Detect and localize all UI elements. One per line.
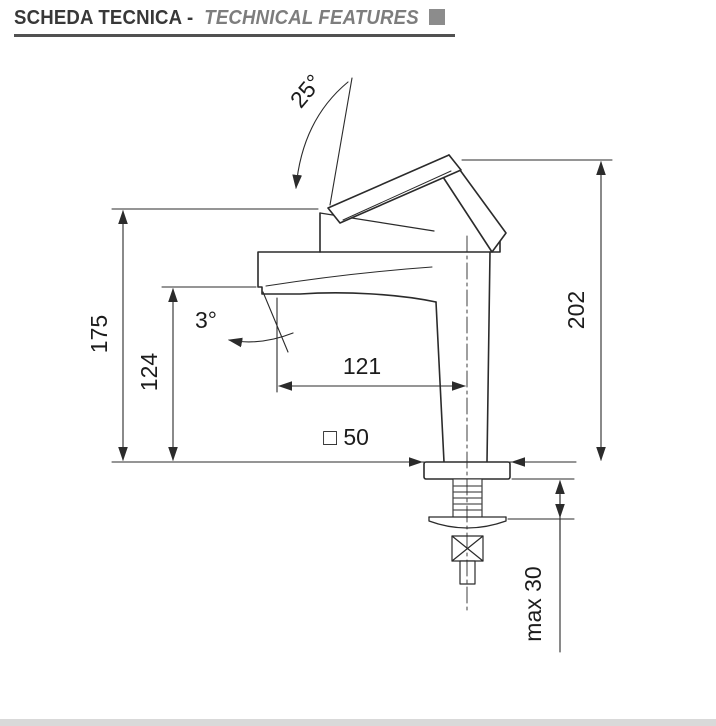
washer: [428, 516, 507, 529]
handle-lever-inner-line: [342, 170, 452, 221]
column-left-edge: [435, 301, 445, 463]
spout-inner-line: [265, 266, 433, 287]
housing-outline: [319, 212, 501, 253]
page-title-secondary: TECHNICAL FEATURES: [204, 7, 419, 29]
title-underline: [14, 34, 455, 37]
fixing-nut: [451, 535, 484, 562]
dimension-spout-top-height: 175: [86, 208, 319, 462]
dimension-spout-tilt: 3°: [195, 291, 294, 353]
threaded-shank: [452, 478, 483, 518]
label-max-thickness: max 30: [520, 566, 546, 641]
footer-bar: [0, 719, 716, 726]
handle-lever: [327, 154, 462, 224]
label-handle-angle: 25°: [285, 69, 327, 112]
dimensions: 202 175 124 121 □ 50: [86, 69, 613, 653]
faucet-body: [257, 154, 511, 611]
dimension-spout-reach: 121: [276, 297, 467, 393]
accent-square: [429, 9, 445, 25]
label-spout-reach: 121: [343, 353, 381, 379]
spout-outline: [257, 251, 437, 303]
dimension-base-section: □ 50: [323, 424, 539, 467]
label-total-height: 202: [563, 291, 589, 329]
page-title-primary: SCHEDA TECNICA -: [14, 7, 194, 29]
label-outlet-height: 124: [136, 353, 162, 392]
label-base-section: □ 50: [323, 424, 369, 450]
dimension-max-thickness: max 30: [507, 478, 575, 653]
dimension-handle-angle: 25°: [285, 69, 353, 206]
label-spout-tilt: 3°: [195, 307, 217, 333]
label-spout-top-height: 175: [86, 315, 112, 353]
page-header: SCHEDA TECNICA - TECHNICAL FEATURES: [14, 7, 419, 30]
column-right-edge: [486, 251, 491, 463]
stud-end: [459, 560, 476, 585]
dimension-outlet-height: 124: [136, 286, 257, 462]
dimension-total-height: 202: [461, 159, 613, 462]
